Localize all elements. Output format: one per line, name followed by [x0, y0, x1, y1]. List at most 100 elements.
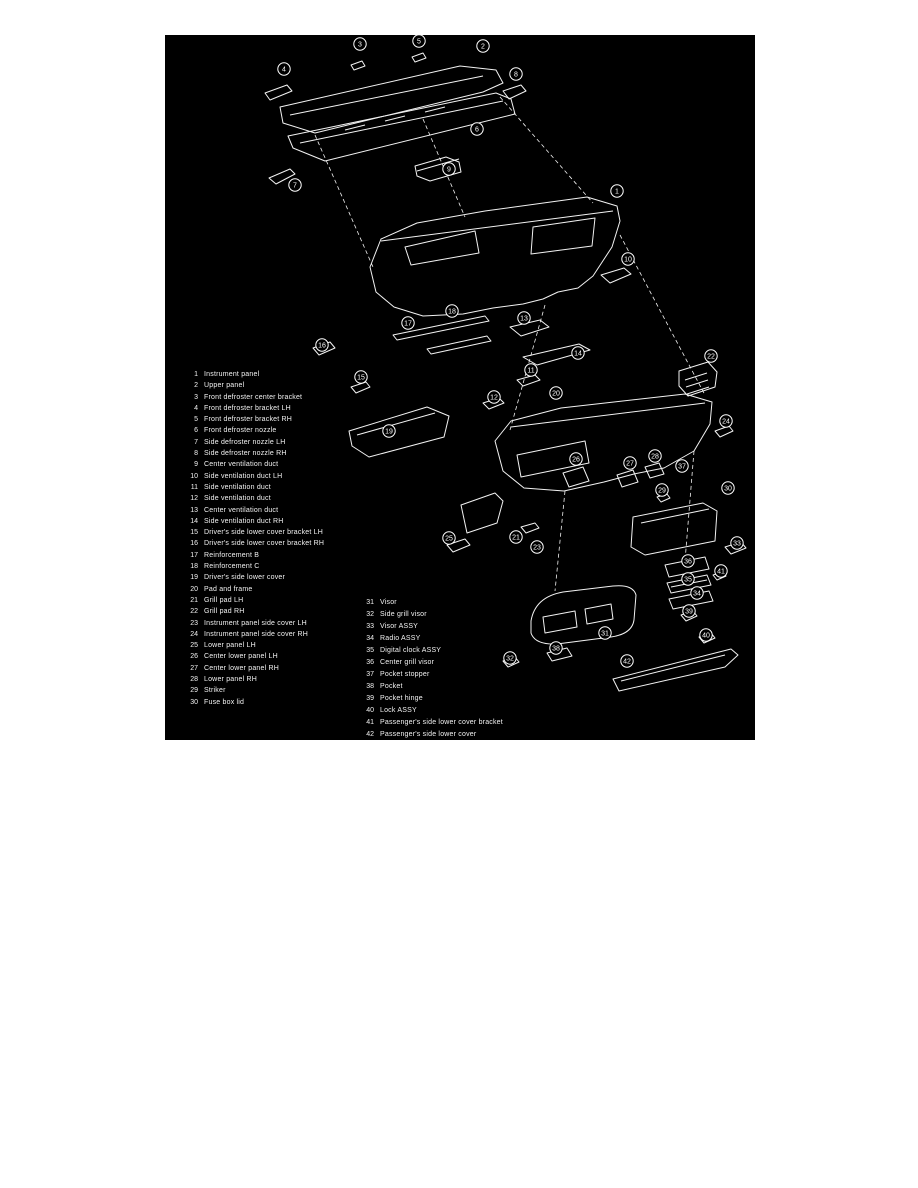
callout-circle-36 [681, 554, 695, 568]
part-number: 31 [366, 599, 374, 606]
callout-circle-30 [721, 481, 735, 495]
part-label: Side defroster nozzle LH [204, 438, 286, 446]
callout-number: 18 [448, 309, 456, 316]
part-label: Passenger's side lower cover [380, 731, 477, 738]
part-number: 20 [190, 585, 198, 593]
part-number: 16 [190, 540, 198, 548]
part-label: Passenger's side lower cover bracket [380, 719, 503, 726]
part-number: 4 [194, 404, 198, 412]
callout-circle-5 [412, 35, 426, 48]
part-label: Pocket [380, 683, 403, 690]
callout-number: 36 [684, 559, 692, 566]
part-row: 41 Passenger's side lower cover bracket [361, 717, 503, 729]
callout-circle-4 [277, 62, 291, 76]
part-label: Digital clock ASSY [380, 647, 442, 654]
part-label: Radio ASSY [380, 635, 421, 642]
callout-circle-19 [382, 424, 396, 438]
callout-circle-29 [655, 483, 669, 497]
part-number: 23 [190, 619, 198, 627]
callout-circle-16 [315, 338, 329, 352]
part-label: Pocket stopper [380, 671, 430, 678]
part-label: Side ventilation duct RH [204, 517, 284, 525]
callout-number: 2 [481, 44, 485, 51]
part-number: 21 [190, 596, 198, 604]
part-label: Grill pad LH [204, 596, 244, 604]
part-row: 4 Front defroster bracket LH [185, 403, 324, 414]
part-number: 36 [366, 659, 374, 666]
callout-number: 30 [724, 486, 732, 493]
callout-number: 8 [514, 72, 518, 79]
part-label: Instrument panel side cover LH [204, 619, 307, 627]
callout-number: 1 [615, 189, 619, 196]
part-label: Front defroster bracket LH [204, 404, 291, 412]
callout-number: 40 [702, 633, 710, 640]
callout-circle-26 [569, 452, 583, 466]
part-number: 1 [194, 371, 198, 378]
callout-circle-1 [610, 184, 624, 198]
part-number: 15 [190, 529, 198, 537]
part-row: 10 Side ventilation duct LH [185, 471, 324, 482]
part-number: 9 [194, 461, 198, 469]
part-number: 22 [190, 608, 198, 616]
part-number: 41 [366, 719, 374, 726]
part-number: 37 [366, 671, 374, 678]
callout-circle-39 [682, 604, 696, 618]
part-label: Instrument panel [204, 371, 260, 378]
part-number: 2 [194, 382, 198, 390]
part-label: Visor [380, 599, 397, 606]
callout-number: 19 [385, 429, 393, 436]
part-label: Pocket hinge [380, 695, 423, 702]
part-number: 7 [194, 438, 198, 446]
part-label: Side ventilation duct LH [204, 472, 283, 480]
callout-number: 42 [623, 659, 631, 666]
callout-circle-24 [719, 414, 733, 428]
part-number: 35 [366, 647, 374, 654]
part-label: Striker [204, 687, 226, 695]
part-label: Side ventilation duct [204, 483, 271, 491]
callout-number: 28 [651, 454, 659, 461]
part-number: 13 [190, 506, 198, 514]
callout-circle-33 [730, 536, 744, 550]
part-label: Side grill visor [380, 611, 427, 618]
part-label: Reinforcement B [204, 551, 260, 559]
part-number: 25 [190, 642, 198, 650]
callout-circle-28 [648, 449, 662, 463]
part-number: 3 [194, 393, 198, 401]
part-label: Reinforcement C [204, 563, 260, 571]
callout-number: 7 [293, 183, 297, 190]
callout-number: 22 [707, 354, 715, 361]
part-number: 19 [190, 574, 198, 582]
callout-circle-23 [530, 540, 544, 554]
callout-circle-8 [509, 67, 523, 81]
part-number: 10 [190, 472, 198, 480]
part-number: 17 [190, 551, 198, 559]
callout-circle-25 [442, 531, 456, 545]
callout-number: 9 [447, 167, 451, 174]
part-number: 24 [190, 630, 198, 638]
callout-number: 38 [552, 646, 560, 653]
part-label: Side ventilation duct [204, 495, 271, 503]
callout-circle-10 [621, 252, 635, 266]
part-number: 8 [194, 450, 198, 458]
